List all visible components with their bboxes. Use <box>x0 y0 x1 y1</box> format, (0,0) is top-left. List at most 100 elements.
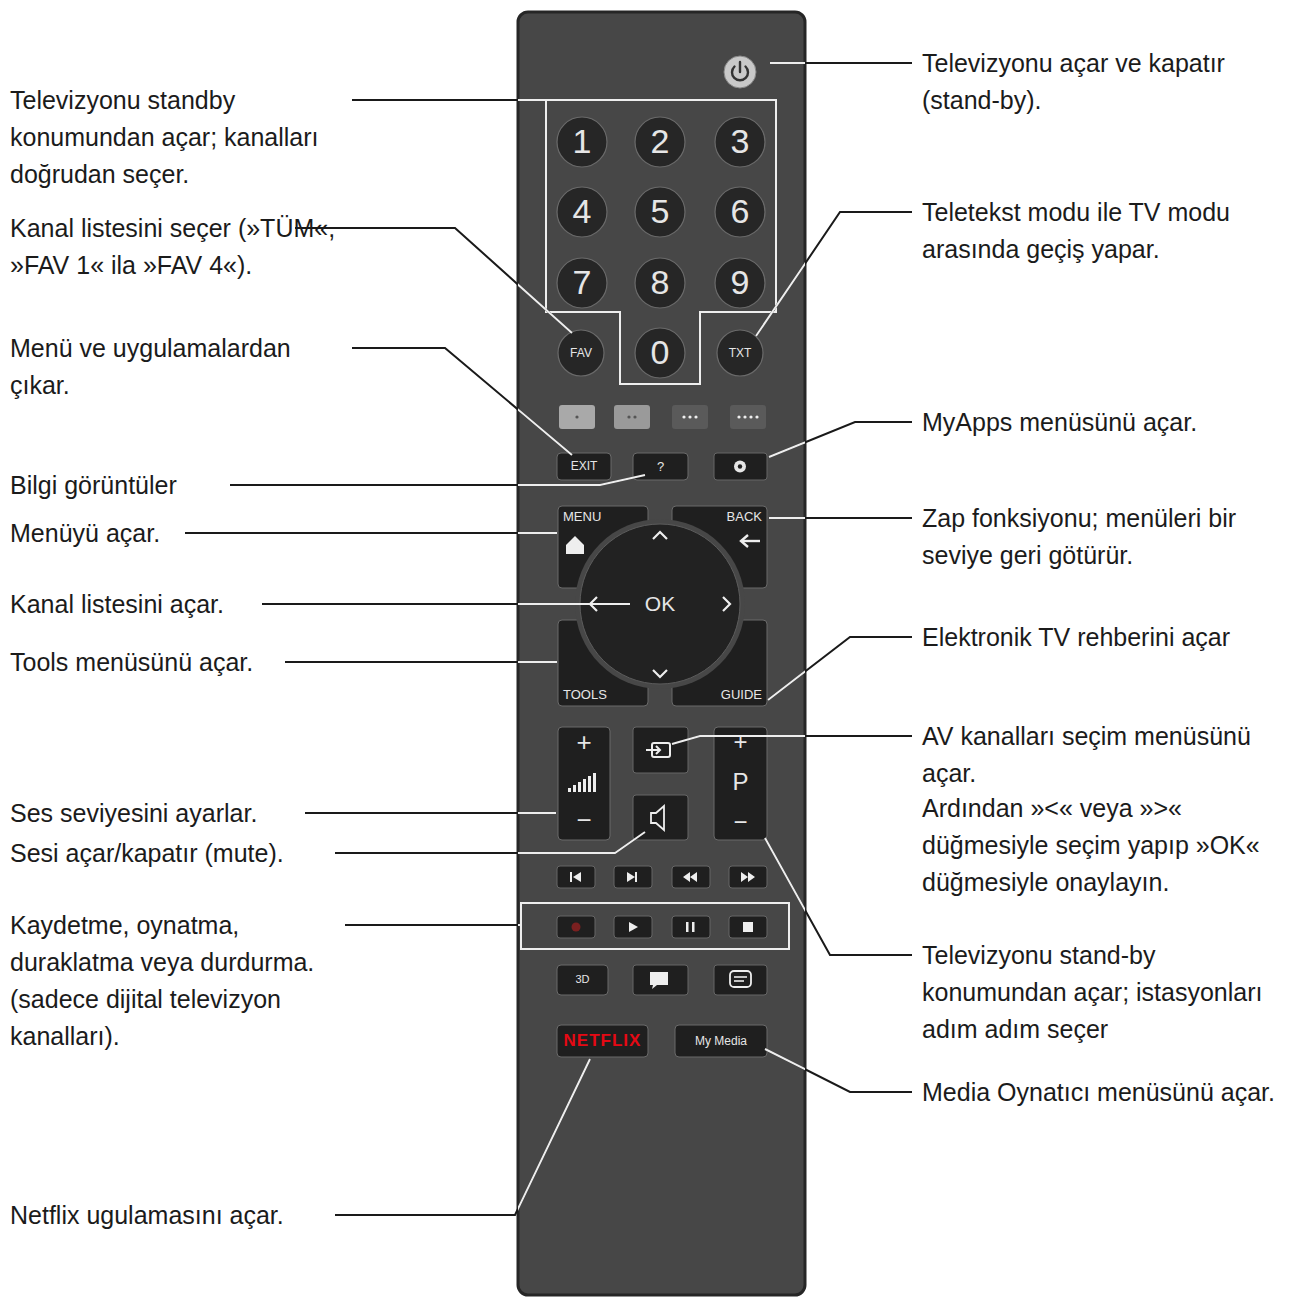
remote-button: GUIDE <box>672 620 767 706</box>
remote-button: +− <box>558 727 610 840</box>
transport-buttons <box>743 922 753 932</box>
remote-button: FAV <box>558 330 604 376</box>
subtitle-button <box>714 965 767 995</box>
leader-line <box>345 924 521 926</box>
callout-text: AV kanalları seçim menüsünü açar. <box>922 718 1300 792</box>
back-arrow-icon <box>741 535 760 547</box>
button-text: GUIDE <box>721 688 762 702</box>
button-shape <box>557 187 607 237</box>
button-shape <box>635 187 685 237</box>
mute-button <box>633 795 688 840</box>
media-nav-buttons <box>635 872 637 882</box>
color-buttons <box>633 415 636 418</box>
media-nav-buttons <box>557 866 595 888</box>
button-text: TOOLS <box>563 688 607 702</box>
remote-button: 7 <box>557 258 607 308</box>
color-buttons <box>749 415 752 418</box>
media-nav-buttons <box>683 872 697 882</box>
rect-button <box>675 1025 767 1057</box>
button-text: 3D <box>575 974 589 986</box>
color-buttons <box>559 405 766 429</box>
leader-line <box>518 661 557 663</box>
color-buttons <box>730 405 766 429</box>
button-text: EXIT <box>571 460 598 473</box>
subtitle-button <box>730 971 751 987</box>
button-shape <box>715 117 765 167</box>
remote-button: OK <box>632 590 688 618</box>
remote-button: 3 <box>715 117 765 167</box>
button-text: 7 <box>573 265 592 301</box>
volume-bars-icon <box>583 779 586 792</box>
speech-button <box>650 972 668 989</box>
remote-button: TOOLS <box>558 620 648 706</box>
subtitle-button <box>714 965 767 995</box>
leader-line <box>518 924 521 926</box>
color-buttons <box>575 415 578 418</box>
leader-line <box>769 422 805 457</box>
round-button <box>557 117 607 167</box>
leader-line <box>518 603 630 605</box>
round-button <box>715 117 765 167</box>
remote-button: 0 <box>635 328 685 378</box>
leader-line <box>518 832 645 853</box>
volume-bars-icon <box>568 788 571 792</box>
button-text: 2 <box>651 124 670 160</box>
media-nav-buttons <box>570 872 572 882</box>
button-shape <box>635 258 685 308</box>
button-shape <box>558 330 604 376</box>
button-text: − <box>733 809 747 834</box>
leader-line <box>765 838 805 955</box>
leader-line <box>518 475 645 485</box>
callout-text: Bilgi görüntüler <box>10 467 345 504</box>
callout-text: Ses seviyesini ayarlar. <box>10 795 345 832</box>
remote-button: 1 <box>557 117 607 167</box>
round-button <box>717 330 763 376</box>
leader-line <box>768 637 912 700</box>
button-text: 0 <box>651 335 670 371</box>
round-button <box>557 258 607 308</box>
rect-button <box>714 727 767 840</box>
leader-line <box>768 637 805 700</box>
leader-line <box>230 475 645 485</box>
back-arrow-icon <box>742 540 760 542</box>
callout-text: Kanal listesini açar. <box>10 586 345 623</box>
callout-text: Netflix ugulamasını açar. <box>10 1197 345 1234</box>
button-text: BACK <box>727 510 762 524</box>
leader-line <box>352 348 572 455</box>
leader-line <box>295 228 572 333</box>
color-buttons <box>755 415 758 418</box>
remote-button: ? <box>633 453 688 480</box>
media-nav-buttons <box>729 866 767 888</box>
callout-text: Sesi açar/kapatır (mute). <box>10 835 345 872</box>
transport-buttons <box>729 916 767 938</box>
transport-buttons <box>629 922 638 932</box>
leader-line <box>335 1059 590 1215</box>
button-text: + <box>576 729 591 756</box>
rect-button <box>557 965 608 995</box>
remote-button: My Media <box>675 1025 767 1057</box>
leader-line <box>765 1049 912 1092</box>
subtitle-button <box>734 976 747 978</box>
button-text: 8 <box>651 265 670 301</box>
button-text: OK <box>645 593 675 615</box>
round-button <box>635 258 685 308</box>
source-button <box>633 727 688 773</box>
menu-home-icon <box>566 536 584 554</box>
button-text: 6 <box>731 194 750 230</box>
leader-line <box>769 517 912 519</box>
myapps-button <box>714 453 767 480</box>
volume-bars-icon <box>593 773 596 792</box>
leader-line <box>185 532 557 534</box>
transport-buttons <box>692 922 695 932</box>
rect-button <box>558 727 610 840</box>
leader-line <box>769 517 805 519</box>
button-shape <box>557 965 608 995</box>
power-button <box>739 62 741 72</box>
menu-home-icon <box>566 536 584 554</box>
transport-buttons <box>521 903 789 949</box>
number-block-bracket <box>546 100 776 384</box>
callout-text: Televizyonu açar ve kapatır (stand-by). <box>922 45 1300 119</box>
color-buttons <box>694 415 697 418</box>
round-button <box>558 330 604 376</box>
callout-text: Zap fonksiyonu; menüleri bir seviye geri… <box>922 500 1300 574</box>
